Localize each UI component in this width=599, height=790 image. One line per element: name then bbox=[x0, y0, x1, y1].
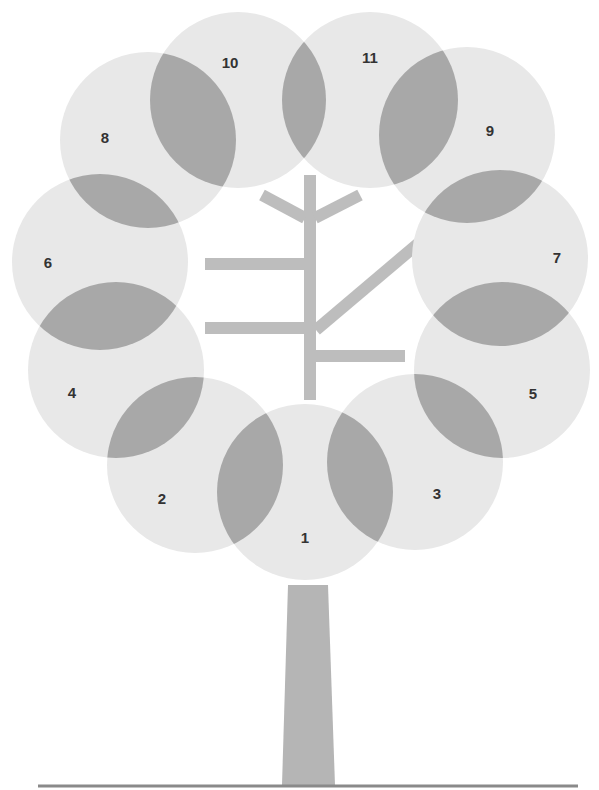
callout-number: 7 bbox=[553, 249, 561, 266]
callout-number: 11 bbox=[362, 49, 378, 66]
ground-line bbox=[38, 785, 578, 788]
callout-number: 9 bbox=[486, 122, 494, 139]
tree-trunk bbox=[282, 585, 335, 785]
callout-number: 10 bbox=[222, 54, 239, 71]
callout-number: 4 bbox=[68, 384, 76, 401]
callout-number: 8 bbox=[101, 129, 109, 146]
leaf-shape bbox=[217, 404, 393, 580]
callout-number: 1 bbox=[301, 529, 309, 546]
callout-number: 5 bbox=[529, 385, 537, 402]
leaf-shape bbox=[217, 404, 393, 580]
callout-number: 6 bbox=[44, 254, 52, 271]
callout-number: 2 bbox=[158, 490, 166, 507]
callout-number: 3 bbox=[433, 485, 441, 502]
branches bbox=[205, 175, 420, 400]
